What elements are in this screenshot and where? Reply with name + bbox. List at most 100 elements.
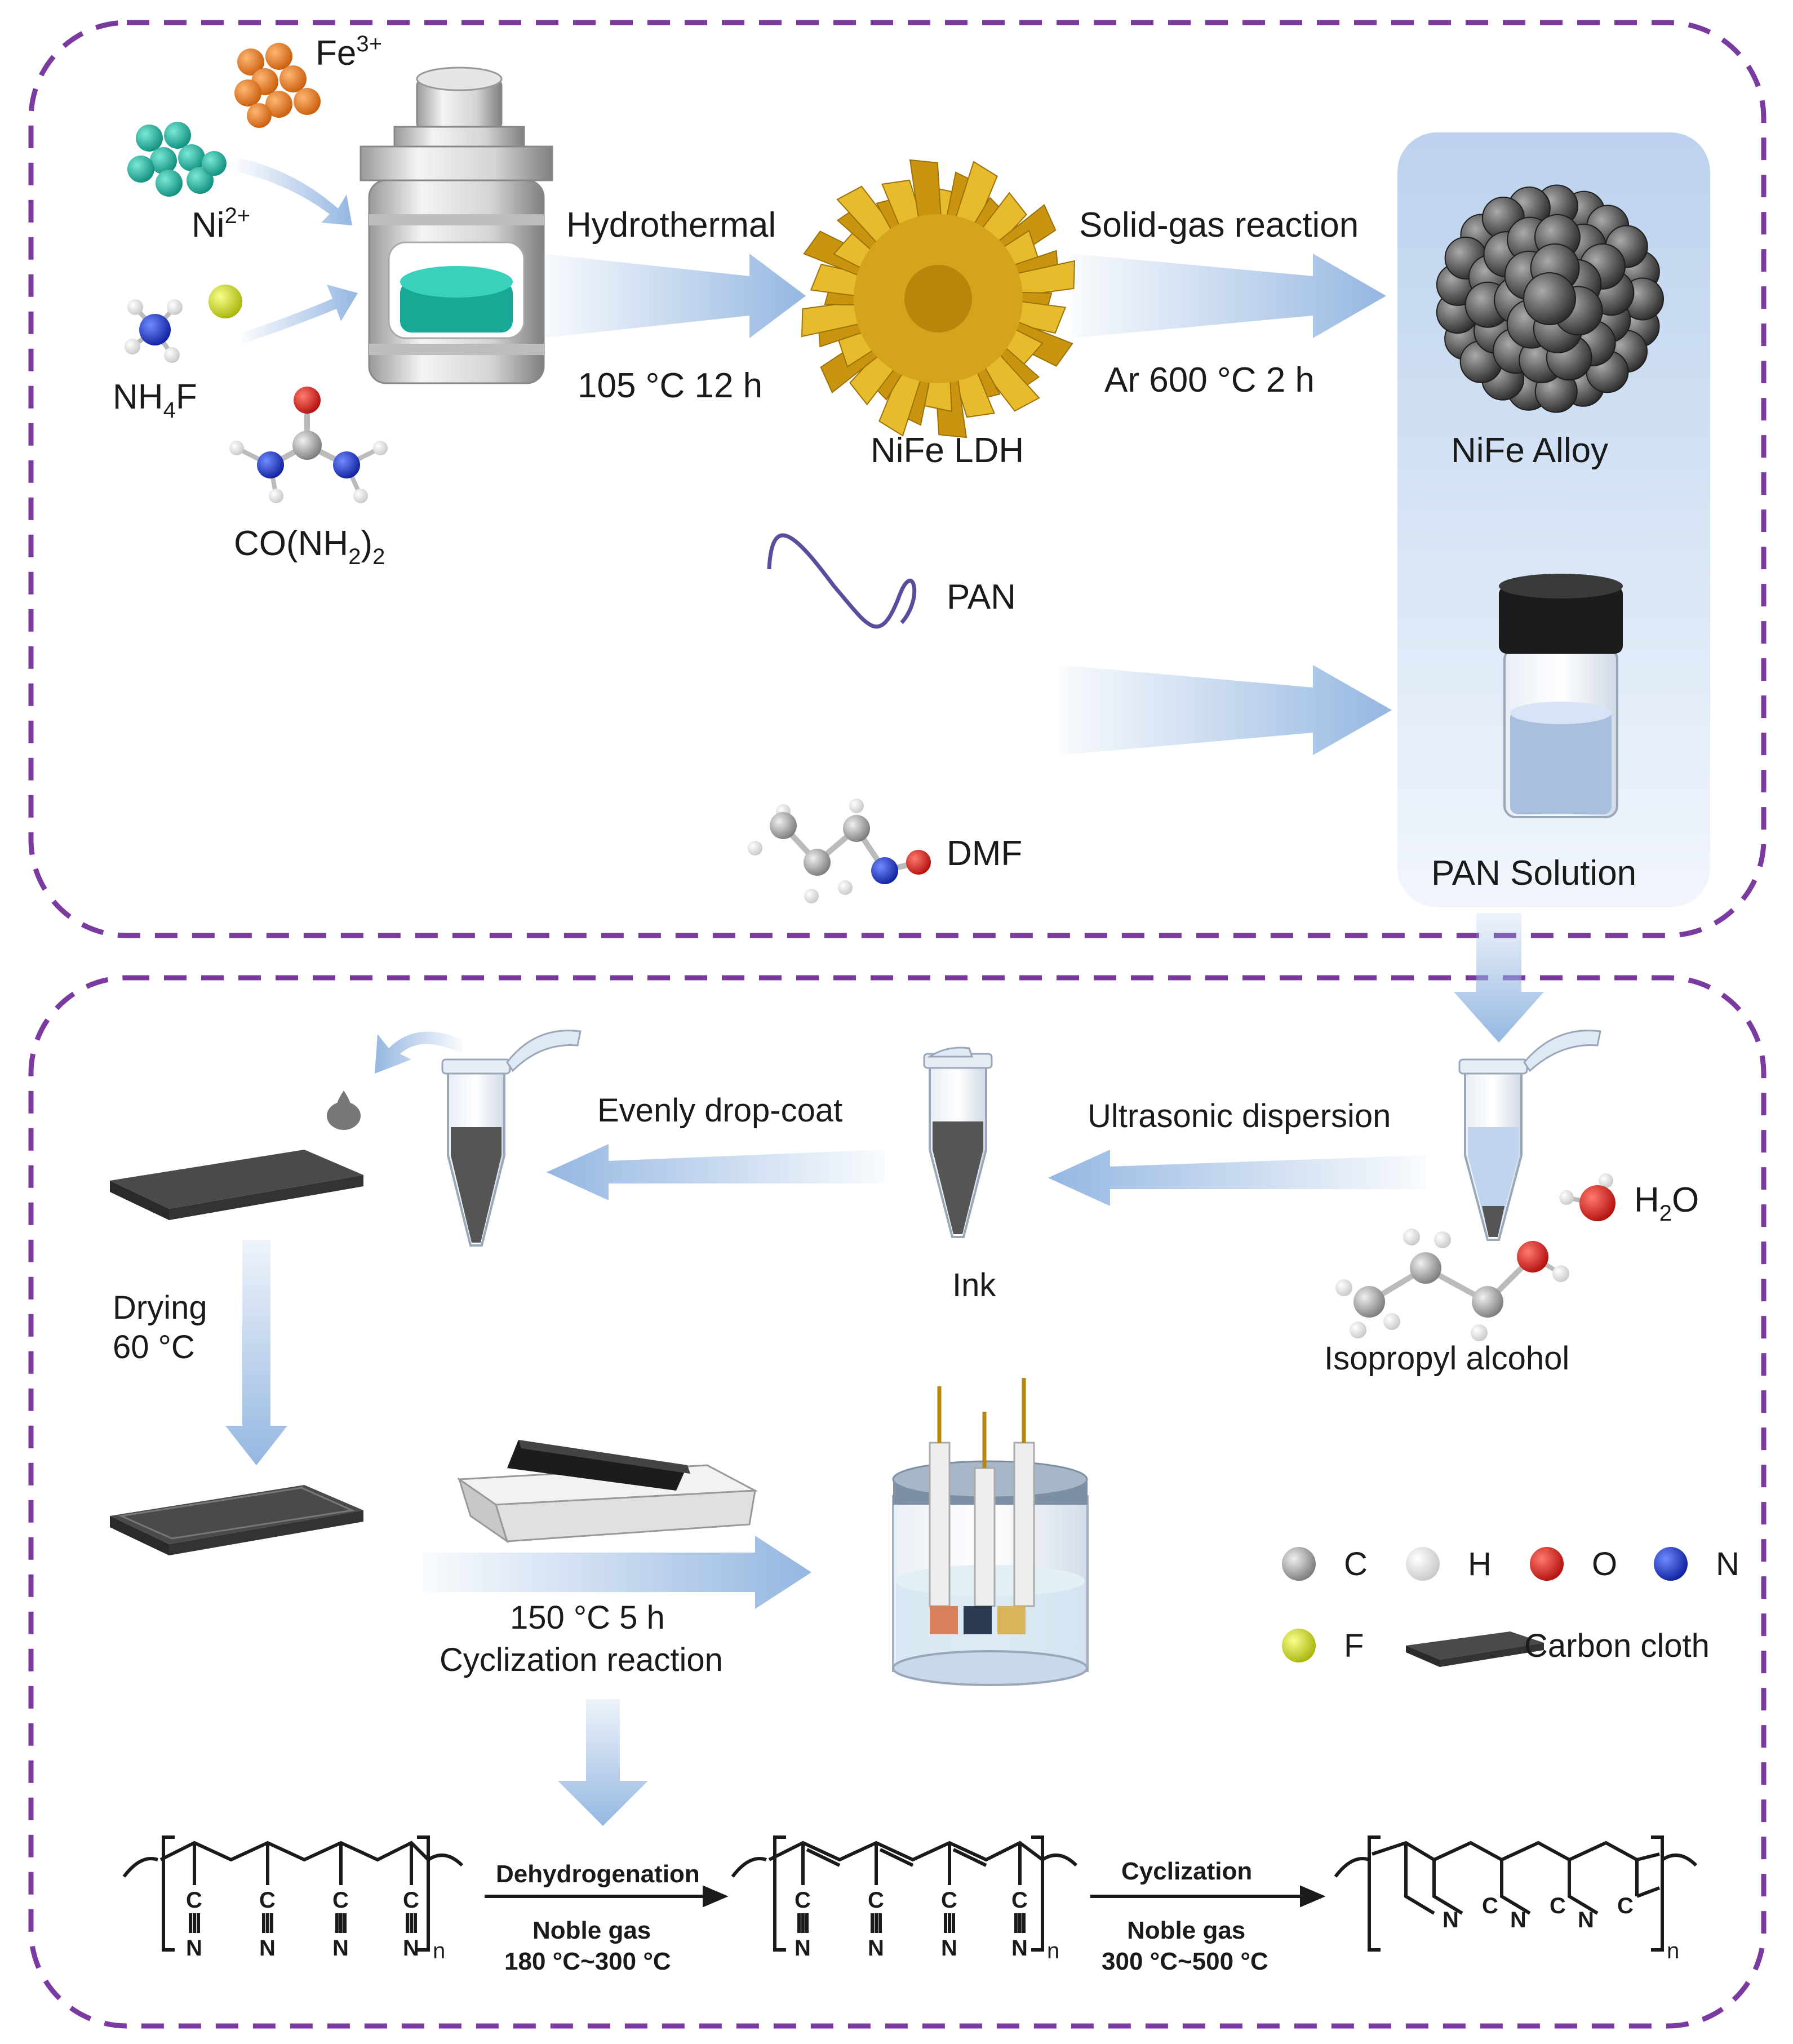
nife-alloy-label: NiFe Alloy [1451, 431, 1608, 470]
ni-ion-label: Ni2+ [192, 203, 250, 245]
bottom-panel-frame [28, 975, 1767, 2029]
pan-solution-label: PAN Solution [1431, 854, 1636, 893]
legend-f-label: F [1344, 1628, 1364, 1664]
drying-arrow [225, 1240, 287, 1465]
carbon-cloth-2 [110, 1485, 363, 1555]
svg-text:n: n [1667, 1939, 1679, 1963]
ammonium-fluoride-label: NH4F [113, 378, 197, 423]
reaction-atom-labels: C N C N C N C N n C N C N C N C N n N C … [186, 1888, 1679, 1963]
svg-text:N: N [795, 1936, 811, 1961]
svg-text:N: N [259, 1936, 276, 1961]
legend-o-marker [1530, 1547, 1564, 1581]
ink-tube [923, 1047, 993, 1238]
top-panel-frame [28, 20, 1767, 938]
svg-text:C: C [795, 1888, 811, 1913]
hydrothermal-label: Hydrothermal [566, 206, 776, 245]
cyclization-label: Cyclization reaction [440, 1642, 723, 1678]
nife-ldh-label: NiFe LDH [871, 431, 1024, 470]
drying-label-1: Drying [113, 1289, 207, 1326]
svg-text:C: C [186, 1888, 202, 1913]
hydrothermal-conditions: 105 °C 12 h [578, 366, 762, 405]
isopropanol-tube [1458, 1030, 1601, 1241]
legend-o-label: O [1592, 1546, 1617, 1582]
carbon-cloth-1 [110, 1150, 363, 1220]
isopropanol-molecule [1335, 1229, 1569, 1341]
step2-temperature-label: 300 °C~500 °C [1102, 1948, 1268, 1975]
svg-text:C: C [868, 1888, 884, 1913]
fluoride-ion [208, 285, 242, 318]
svg-text:N: N [1578, 1908, 1594, 1932]
water-molecule [1559, 1173, 1616, 1221]
water-label: H2O [1634, 1181, 1699, 1226]
svg-text:C: C [1617, 1894, 1634, 1918]
ni-ion-cluster [127, 122, 227, 197]
solid-gas-conditions: Ar 600 °C 2 h [1104, 361, 1315, 400]
nh4f-inflow-arrow [242, 285, 358, 344]
step2-gas-label: Noble gas [1127, 1917, 1245, 1944]
svg-text:C: C [403, 1888, 419, 1913]
svg-text:C: C [259, 1888, 276, 1913]
cyclization-step-label: Cyclization [1121, 1857, 1252, 1885]
fe-ion-label: Fe3+ [316, 32, 382, 73]
dropcoat-arrow [547, 1144, 885, 1200]
fe-ion-cluster [234, 43, 321, 128]
nife-alloy-cluster [1436, 184, 1664, 413]
legend-carbon-cloth-label: Carbon cloth [1524, 1628, 1710, 1664]
svg-text:N: N [403, 1936, 419, 1961]
pan-label: PAN [947, 578, 1016, 617]
dissolve-arrow [1059, 665, 1392, 755]
ammonium-molecule [125, 299, 183, 363]
legend-h-label: H [1468, 1546, 1492, 1582]
pan-chain-icon [767, 533, 917, 629]
electrochemical-cell [892, 1378, 1089, 1686]
nife-ldh-flower [801, 159, 1076, 438]
droplet-body-icon [327, 1102, 361, 1130]
reaction-scheme [122, 1835, 1698, 1952]
svg-text:C: C [1011, 1888, 1028, 1913]
cyclization-conditions: 150 °C 5 h [510, 1599, 665, 1636]
svg-text:C: C [941, 1888, 957, 1913]
svg-text:N: N [1510, 1908, 1526, 1932]
combustion-boat [456, 1440, 758, 1544]
legend: C H O N F Carbon cloth [1282, 1546, 1739, 1667]
svg-text:N: N [186, 1936, 202, 1961]
hydrothermal-arrow [541, 254, 806, 338]
alloy-particle [1523, 272, 1576, 325]
ultrasonic-arrow [1048, 1150, 1426, 1206]
svg-text:N: N [868, 1936, 884, 1961]
solid-gas-label: Solid-gas reaction [1079, 206, 1359, 245]
chemistry-arrow [558, 1699, 648, 1826]
legend-n-marker [1654, 1547, 1688, 1581]
svg-text:n: n [1047, 1939, 1059, 1963]
svg-text:N: N [1011, 1936, 1028, 1961]
step1-temperature-label: 180 °C~300 °C [504, 1948, 671, 1975]
dmf-label: DMF [947, 834, 1022, 873]
urea-label: CO(NH2)2 [234, 524, 385, 569]
svg-text:N: N [1443, 1908, 1459, 1932]
urea-molecule [229, 387, 388, 503]
cyclization-arrow [423, 1536, 811, 1609]
transfer-arrow [1454, 913, 1544, 1043]
svg-text:C: C [1482, 1894, 1498, 1918]
isopropanol-label: Isopropyl alcohol [1324, 1340, 1569, 1377]
legend-h-marker [1406, 1547, 1440, 1581]
dmf-molecule [748, 799, 931, 903]
svg-text:C: C [1550, 1894, 1566, 1918]
dropcoat-label: Evenly drop-coat [597, 1092, 842, 1129]
svg-text:N: N [941, 1936, 957, 1961]
ultrasonic-label: Ultrasonic dispersion [1088, 1098, 1391, 1134]
pan-solution-vial [1499, 574, 1623, 818]
dehydrogenation-label: Dehydrogenation [496, 1860, 700, 1888]
svg-text:n: n [433, 1939, 445, 1963]
svg-text:C: C [332, 1888, 349, 1913]
legend-f-marker [1282, 1629, 1316, 1662]
autoclave [360, 66, 553, 384]
dropcoat-tube [441, 1030, 582, 1247]
legend-n-label: N [1716, 1546, 1739, 1582]
ni-inflow-arrow [237, 158, 352, 225]
ink-label: Ink [952, 1267, 996, 1303]
drying-label-2: 60 °C [113, 1329, 195, 1365]
legend-carbon-cloth-marker [1406, 1631, 1544, 1667]
